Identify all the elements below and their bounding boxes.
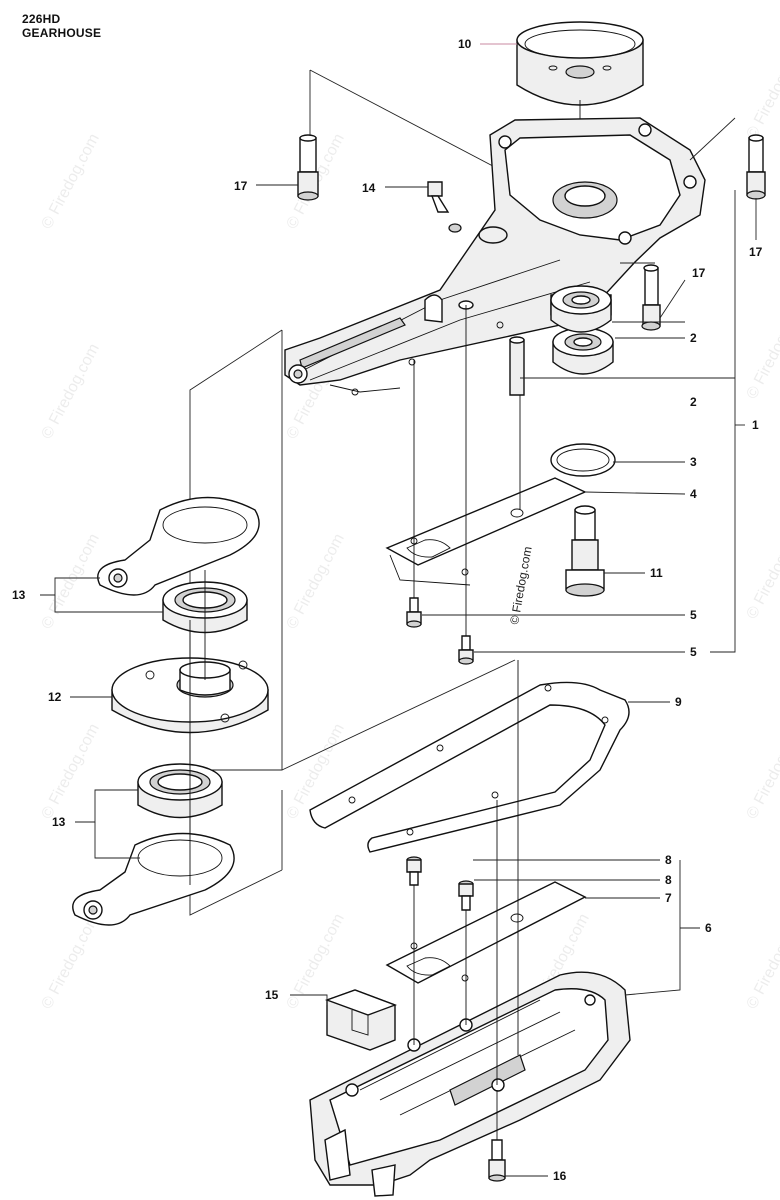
watermark: © Firedog.com — [39, 721, 103, 822]
callout-15: 15 — [265, 988, 279, 1002]
callout-10: 10 — [458, 37, 472, 51]
watermark: © Firedog.com — [744, 521, 780, 622]
part-7-gasket-lower — [385, 881, 587, 984]
callout-3: 3 — [690, 455, 697, 469]
part-3-circlip — [550, 443, 616, 477]
callout-4: 4 — [690, 487, 697, 501]
part-9-gasket-large — [309, 681, 630, 853]
callout-17: 17 — [234, 179, 248, 193]
callout-7: 7 — [665, 891, 672, 905]
callout-8: 8 — [665, 873, 672, 887]
part-10-clutch-drum — [516, 21, 644, 180]
callout-14: 14 — [362, 181, 376, 195]
part-13-arm-bottom — [72, 832, 235, 926]
callout-13: 13 — [52, 815, 66, 829]
watermark: © Firedog.com — [39, 341, 103, 442]
diagram-header: 226HD GEARHOUSE — [22, 12, 101, 40]
part-5-screw-upper — [406, 597, 422, 628]
callout-5: 5 — [690, 608, 697, 622]
model-name: 226HD — [22, 12, 61, 26]
callout-17: 17 — [692, 266, 706, 280]
callout-1: 1 — [752, 418, 759, 432]
watermark-center: © Firedog.com — [507, 545, 534, 625]
part-16-screw — [488, 1139, 506, 1182]
part-8-screw-left — [406, 856, 422, 886]
callout-16: 16 — [553, 1169, 567, 1183]
watermark: © Firedog.com — [744, 301, 780, 402]
watermark: © Firedog.com — [39, 531, 103, 632]
watermark: © Firedog.com — [744, 911, 780, 1012]
watermark: © Firedog.com — [284, 531, 348, 632]
callout-11: 11 — [650, 566, 663, 580]
section-name: GEARHOUSE — [22, 26, 102, 40]
part-2-bearing-lower — [550, 285, 612, 333]
part-15-block — [324, 989, 398, 1051]
callout-labels: 10 17 14 17 17 2 2 1 3 4 13 11 5 5 12 9 … — [12, 37, 763, 1183]
leader-lines — [40, 43, 757, 1177]
callout-2: 2 — [690, 331, 697, 345]
part-4-gasket-upper — [385, 477, 587, 586]
callout-13: 13 — [12, 588, 26, 602]
part-11-shaft — [565, 505, 605, 597]
part-13-bearing-bottom — [137, 763, 223, 819]
part-6-gearhouse-lower — [309, 971, 631, 1197]
callout-9: 9 — [675, 695, 682, 709]
part-17-screw-middle — [641, 264, 661, 331]
part-5-screw-lower — [458, 635, 474, 665]
part-14-grease-nipple — [427, 181, 462, 233]
callout-6: 6 — [705, 921, 712, 935]
callout-12: 12 — [48, 690, 62, 704]
callout-5: 5 — [690, 645, 697, 659]
part-17-screw-right — [746, 134, 766, 200]
part-2-bearing-upper — [552, 327, 614, 375]
callout-8: 8 — [665, 853, 672, 867]
watermark: © Firedog.com — [744, 721, 780, 822]
watermark: © Firedog.com — [39, 131, 103, 232]
callout-17: 17 — [749, 245, 763, 259]
watermark: © Firedog.com — [744, 41, 780, 142]
part-17-screw-left — [297, 134, 319, 201]
alignment-lines — [189, 325, 525, 1140]
callout-2: 2 — [690, 395, 697, 409]
part-1-gearhouse-upper — [284, 117, 706, 396]
watermark: © Firedog.com — [39, 911, 103, 1012]
part-8-screw-right — [458, 880, 474, 911]
part-13-arm-top — [97, 496, 260, 596]
